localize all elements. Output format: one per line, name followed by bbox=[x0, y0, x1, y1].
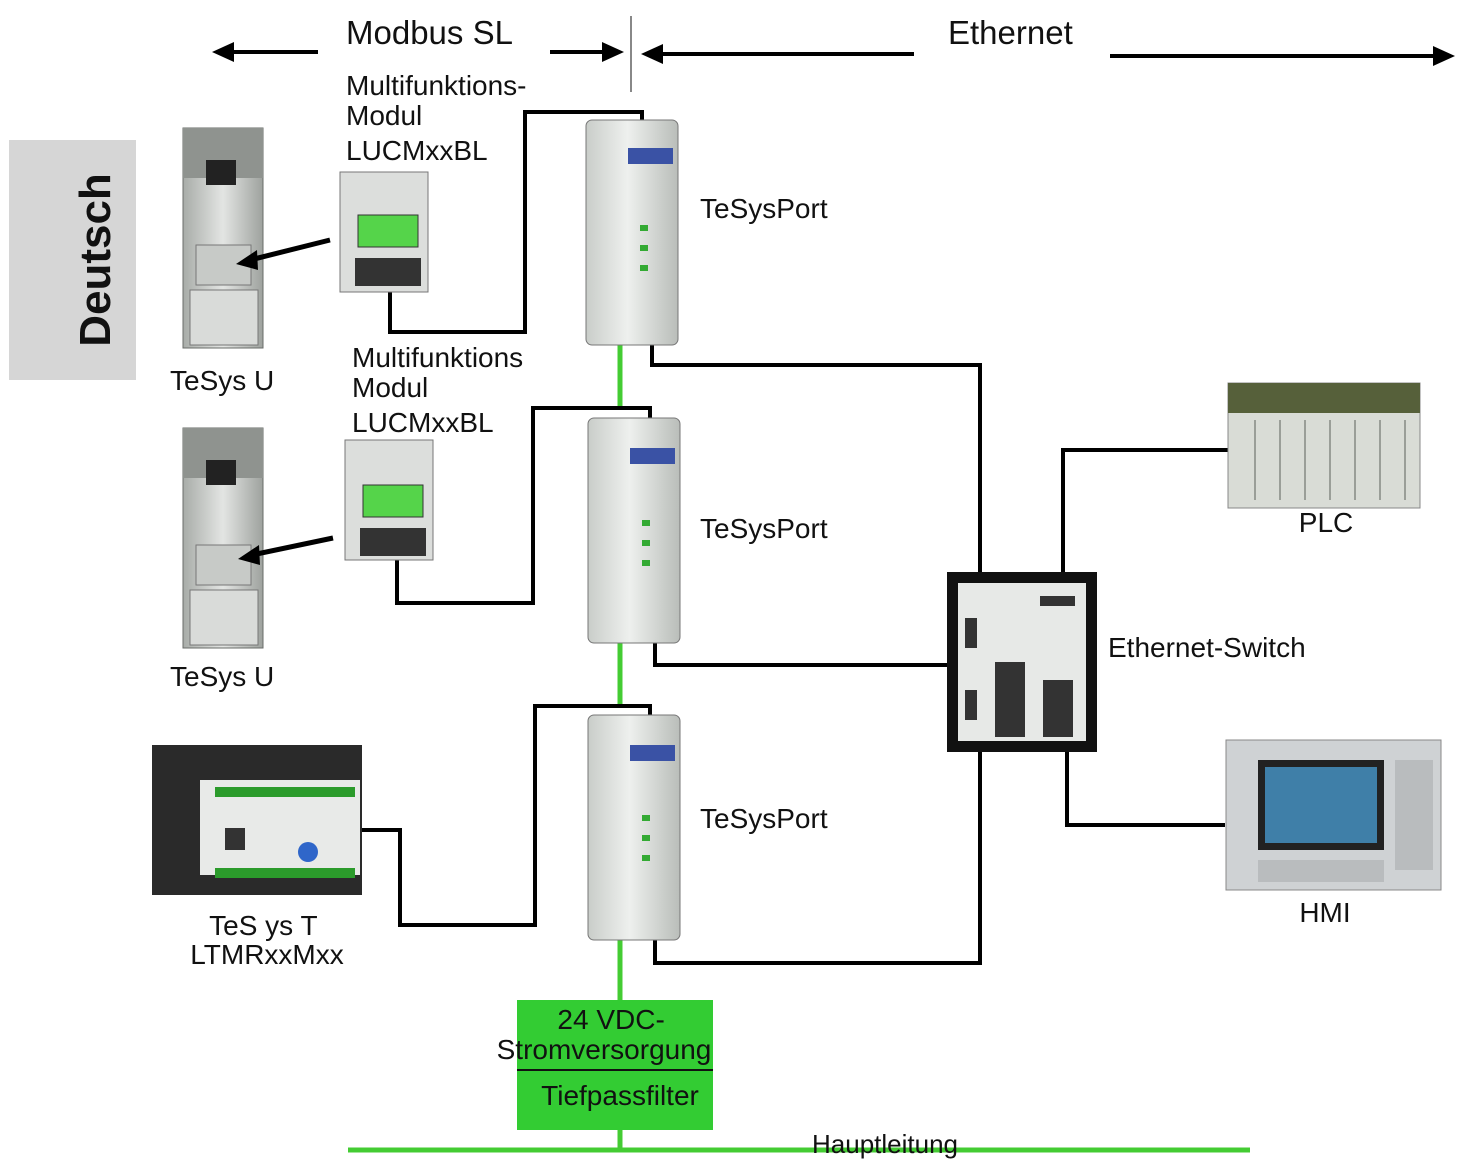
modbus-label: Modbus SL bbox=[346, 14, 513, 51]
power-bus bbox=[348, 345, 1250, 1153]
multifunction-module-1-label: Multifunktions- Modul LUCMxxBL bbox=[346, 70, 534, 166]
main-line-label: Hauptleitung bbox=[812, 1129, 958, 1159]
pointer-arrow-1 bbox=[249, 237, 331, 263]
ethernet-switch bbox=[947, 572, 1097, 752]
tesys-u-unit-1 bbox=[182, 127, 264, 349]
tesysport-1-label: TeSysPort bbox=[700, 193, 828, 224]
tesysport-module-2 bbox=[587, 417, 681, 644]
ethernet-arrow-left bbox=[641, 44, 914, 64]
pointer-arrow-2 bbox=[251, 535, 334, 558]
power-supply-label: 24 VDC- Stromversorgung bbox=[497, 1004, 712, 1065]
plc-label: PLC bbox=[1299, 507, 1353, 538]
modbus-arrow-right bbox=[550, 42, 624, 62]
ethernet-label: Ethernet bbox=[948, 14, 1073, 51]
tesysport-module-3 bbox=[587, 714, 681, 941]
tesys-t-label: TeS ys T LTMRxxMxx bbox=[190, 910, 343, 970]
multifunction-module-2-label: Multifunktions Modul LUCMxxBL bbox=[352, 342, 531, 438]
language-tab-label: Deutsch bbox=[71, 173, 120, 347]
language-tab: Deutsch bbox=[9, 140, 136, 380]
hmi-panel bbox=[1225, 739, 1442, 891]
modbus-arrow-left bbox=[212, 42, 318, 62]
ethernet-switch-label: Ethernet-Switch bbox=[1108, 632, 1306, 663]
tesys-u-1-label: TeSys U bbox=[170, 365, 274, 396]
tesysport-2-label: TeSysPort bbox=[700, 513, 828, 544]
tesys-u-2-label: TeSys U bbox=[170, 661, 274, 692]
cables bbox=[340, 110, 1228, 965]
hmi-label: HMI bbox=[1299, 897, 1350, 928]
plc-rack bbox=[1227, 382, 1421, 509]
power-supply-box bbox=[517, 1000, 713, 1130]
multifunction-module-1 bbox=[339, 171, 429, 293]
low-pass-filter-label: Tiefpassfilter bbox=[541, 1080, 699, 1111]
multifunction-module-2 bbox=[344, 439, 434, 561]
tesysport-module-1 bbox=[585, 119, 679, 346]
tesys-t-unit bbox=[152, 745, 362, 895]
ethernet-arrow-right bbox=[1110, 46, 1455, 66]
tesys-u-unit-2 bbox=[182, 427, 264, 649]
tesysport-3-label: TeSysPort bbox=[700, 803, 828, 834]
